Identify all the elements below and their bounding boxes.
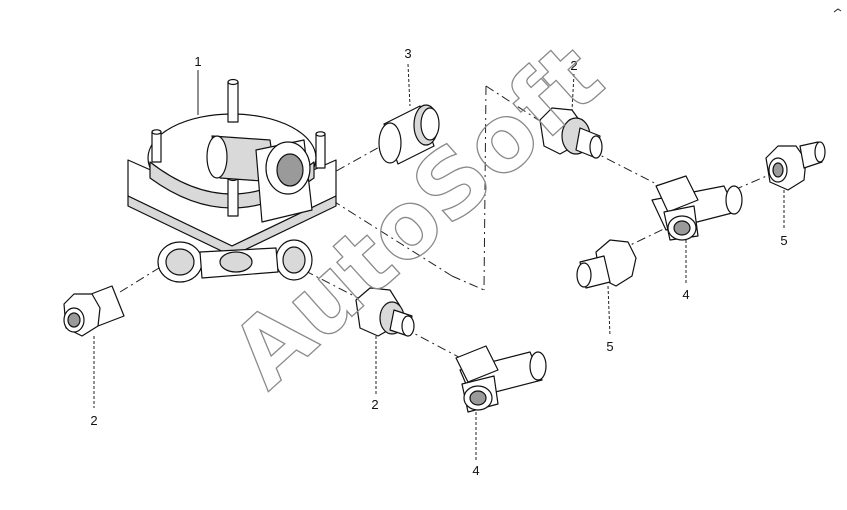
callout-fitting-top: 2: [570, 58, 577, 73]
valve-body: [127, 78, 337, 283]
callout-plug: 3: [404, 46, 411, 61]
fitting-left: [63, 285, 125, 337]
corner-mark: [833, 8, 842, 13]
callout-connector-lower: 5: [606, 339, 613, 354]
callout-connector-right: 5: [780, 233, 787, 248]
connector-lower: [576, 239, 637, 289]
callout-fitting-left: 2: [90, 413, 97, 428]
callout-fitting-mid: 2: [371, 397, 378, 412]
callout-tee-mid: 4: [472, 463, 479, 478]
tee-right: [651, 175, 743, 241]
callout-tee-right: 4: [682, 287, 689, 302]
callouts: 1 3 2 2 2 4 4 5 5: [90, 46, 787, 478]
callout-valve: 1: [194, 54, 201, 69]
tee-mid: [455, 345, 547, 413]
connector-right: [765, 141, 826, 191]
assembly-lines: [119, 85, 777, 363]
leader-lines: [93, 63, 785, 460]
plug: [378, 104, 440, 165]
fitting-mid: [355, 287, 415, 337]
fitting-top: [539, 107, 603, 159]
